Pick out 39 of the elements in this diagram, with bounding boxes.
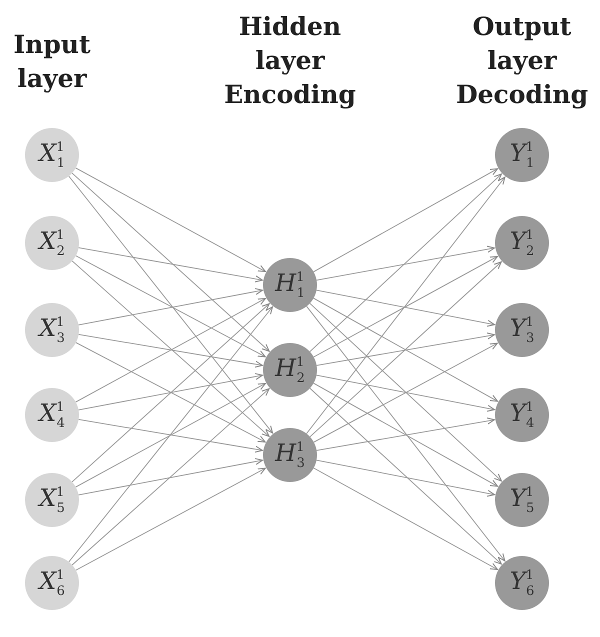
arrow [78, 288, 263, 326]
arrow [309, 388, 502, 565]
arrow [316, 290, 495, 327]
arrow [306, 306, 506, 562]
arrow [78, 419, 263, 453]
arrow [78, 373, 263, 410]
arrow [78, 334, 263, 368]
arrow [75, 382, 266, 488]
arrow [316, 246, 495, 281]
arrow [75, 168, 266, 272]
arrow [316, 374, 495, 412]
arrow [68, 306, 274, 562]
arrow [309, 261, 502, 438]
arrow [313, 256, 498, 358]
layer-heading: Input layer [12, 29, 92, 95]
arrow [75, 255, 266, 358]
arrow [306, 176, 506, 434]
layer-heading: Hidden layer Encoding [223, 11, 357, 111]
arrow [316, 460, 495, 497]
arrow [316, 418, 495, 451]
arrow [313, 382, 498, 487]
arrow [309, 302, 502, 482]
arrow [78, 247, 263, 282]
arrow [309, 174, 502, 352]
arrow [72, 388, 270, 566]
arrow [75, 298, 266, 402]
arrow [313, 468, 498, 570]
arrow [75, 342, 266, 442]
arrow [72, 303, 270, 482]
arrow [316, 332, 495, 366]
arrow [72, 260, 270, 437]
arrow [313, 168, 498, 272]
layer-heading: Output layer Decoding [454, 11, 590, 111]
arrow [75, 468, 266, 571]
arrow [72, 172, 270, 352]
arrow [313, 342, 498, 443]
arrow [68, 176, 274, 434]
arrow [78, 458, 263, 496]
arrow [313, 298, 498, 402]
